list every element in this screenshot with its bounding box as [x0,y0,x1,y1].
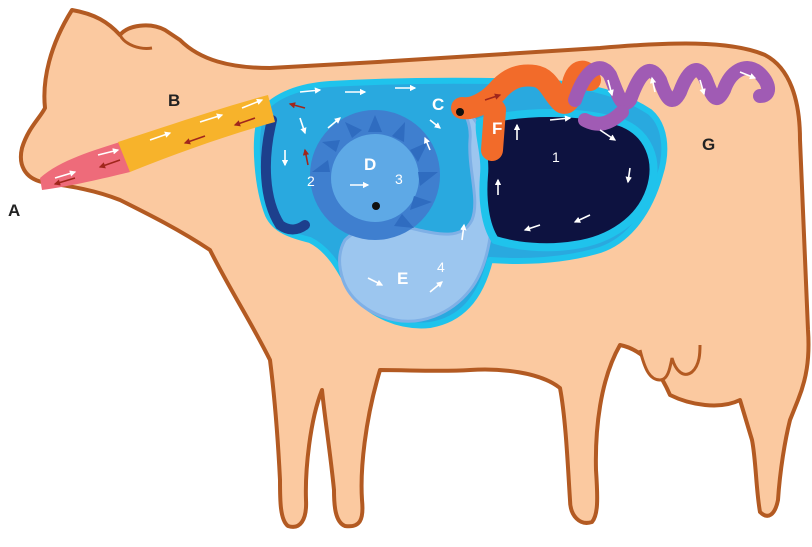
label-a: A [8,201,20,220]
rumen [480,113,654,247]
label-e: E [397,269,408,288]
label-c: C [432,95,444,114]
label-f: F [492,119,502,138]
label-b: B [168,91,180,110]
reticulo-omasal-orifice [456,108,464,116]
label-g: G [702,135,715,154]
number-3: 3 [395,171,403,187]
number-4: 4 [437,259,445,275]
number-1: 1 [552,149,560,165]
omasum-center-dot [372,202,380,210]
label-d: D [364,155,376,174]
number-2: 2 [307,173,315,189]
